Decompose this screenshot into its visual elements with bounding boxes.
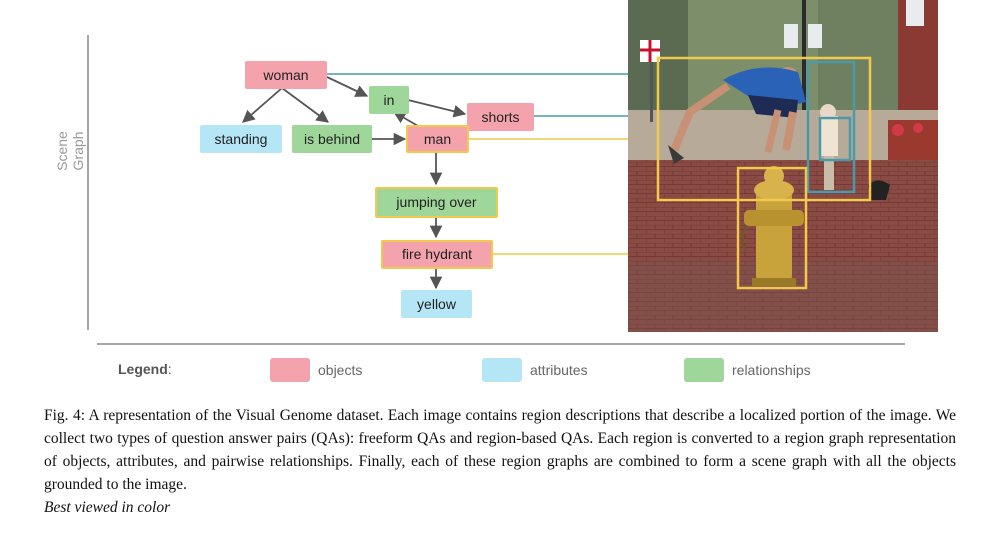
node-fire-hydrant: fire hydrant (381, 240, 493, 269)
node-is-behind: is behind (292, 125, 372, 153)
legend-item-objects: objects (270, 358, 362, 382)
edge-man-in (392, 111, 419, 127)
caption-text: Fig. 4: A representation of the Visual G… (44, 407, 956, 493)
node-standing: standing (200, 125, 282, 153)
edge-in-shorts (407, 99, 467, 118)
legend-swatch-relationships (684, 358, 724, 382)
edge-woman-is-behind (281, 87, 330, 123)
caption-emphasis: Best viewed in color (44, 499, 171, 516)
node-jumping-over: jumping over (375, 187, 498, 218)
legend-title-colon: : (167, 361, 172, 377)
edge-woman-standing (242, 87, 283, 123)
legend-swatch-objects (270, 358, 310, 382)
legend-item-relationships: relationships (684, 358, 811, 382)
legend-title-text: Legend (118, 361, 168, 377)
edge-woman-in (326, 76, 369, 97)
scene-photo (628, 0, 938, 332)
legend-label-relationships: relationships (732, 362, 811, 378)
node-shorts: shorts (467, 103, 534, 131)
node-yellow: yellow (401, 290, 472, 318)
legend-title: Legend: (118, 361, 172, 377)
scene-graph-figure: Scene Graph woma (54, 0, 938, 382)
legend-swatch-attributes (482, 358, 522, 382)
node-man: man (406, 125, 469, 153)
scene-photo-drawing (628, 0, 938, 332)
node-in: in (369, 86, 409, 114)
legend-item-attributes: attributes (482, 358, 588, 382)
node-woman: woman (245, 61, 327, 89)
figure-caption: Fig. 4: A representation of the Visual G… (44, 404, 956, 519)
legend-label-attributes: attributes (530, 362, 588, 378)
legend-label-objects: objects (318, 362, 363, 378)
